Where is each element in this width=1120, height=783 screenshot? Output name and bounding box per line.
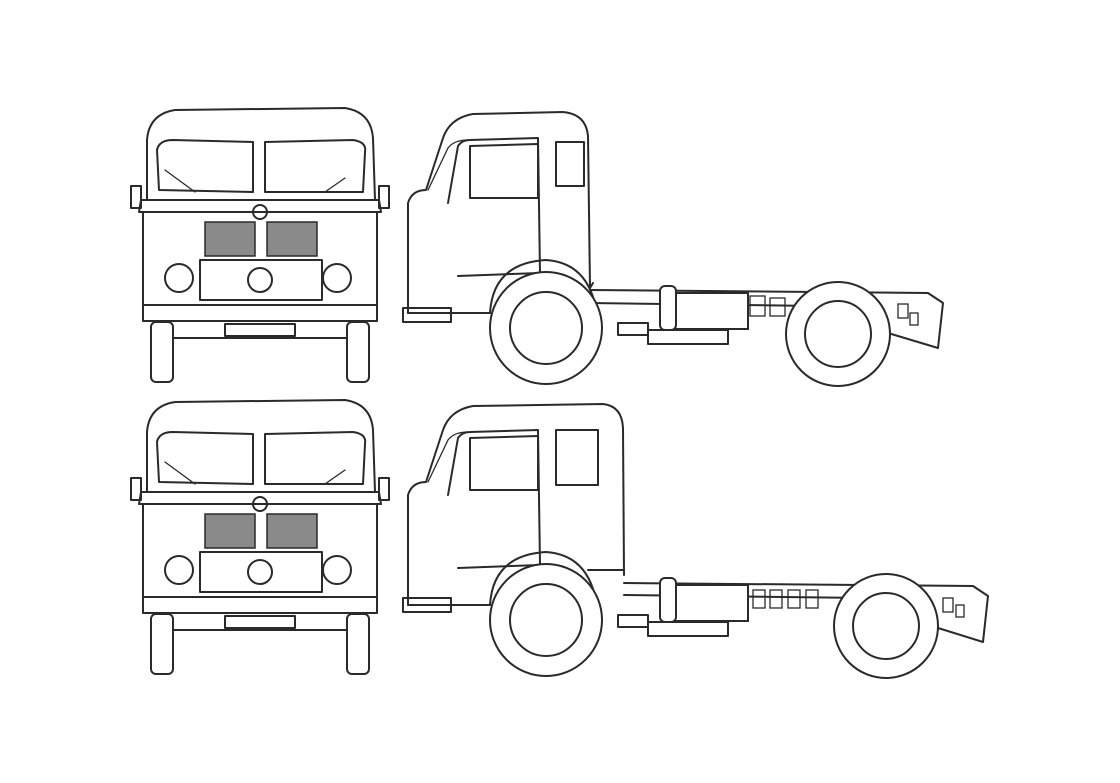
- truck-front-bumper: [142, 596, 378, 629]
- truck-front-cab: [138, 399, 382, 505]
- side-view-bottom: [402, 403, 989, 679]
- truck-side-cab: [402, 111, 594, 323]
- truck-side-front-wheel: [489, 259, 603, 385]
- grille-left: [204, 513, 256, 549]
- headlight-right: [322, 263, 352, 293]
- truck-side-rear-wheel: [785, 281, 891, 387]
- truck-side-front-wheel: [489, 551, 603, 677]
- truck-front-body: [142, 204, 378, 306]
- headlight-left: [164, 555, 194, 585]
- front-view-top: [130, 107, 390, 383]
- truck-front-cab: [138, 107, 382, 213]
- truck-front-wheels: [150, 321, 370, 383]
- grille-right: [266, 513, 318, 549]
- emblem: [247, 267, 273, 293]
- side-view-top: [402, 111, 944, 387]
- truck-front-mirrors: [130, 185, 390, 209]
- emblem: [247, 559, 273, 585]
- truck-front-wheels: [150, 613, 370, 675]
- front-view-bottom: [130, 399, 390, 675]
- headlight-right: [322, 555, 352, 585]
- truck-front-body: [142, 496, 378, 598]
- truck-front-bumper: [142, 304, 378, 337]
- truck-front-mirrors: [130, 477, 390, 501]
- headlight-left: [164, 263, 194, 293]
- truck-side-rear-wheel: [833, 573, 939, 679]
- truck-side-chassis: [617, 577, 989, 643]
- truck-side-cab: [402, 403, 625, 613]
- grille-right: [266, 221, 318, 257]
- grille-left: [204, 221, 256, 257]
